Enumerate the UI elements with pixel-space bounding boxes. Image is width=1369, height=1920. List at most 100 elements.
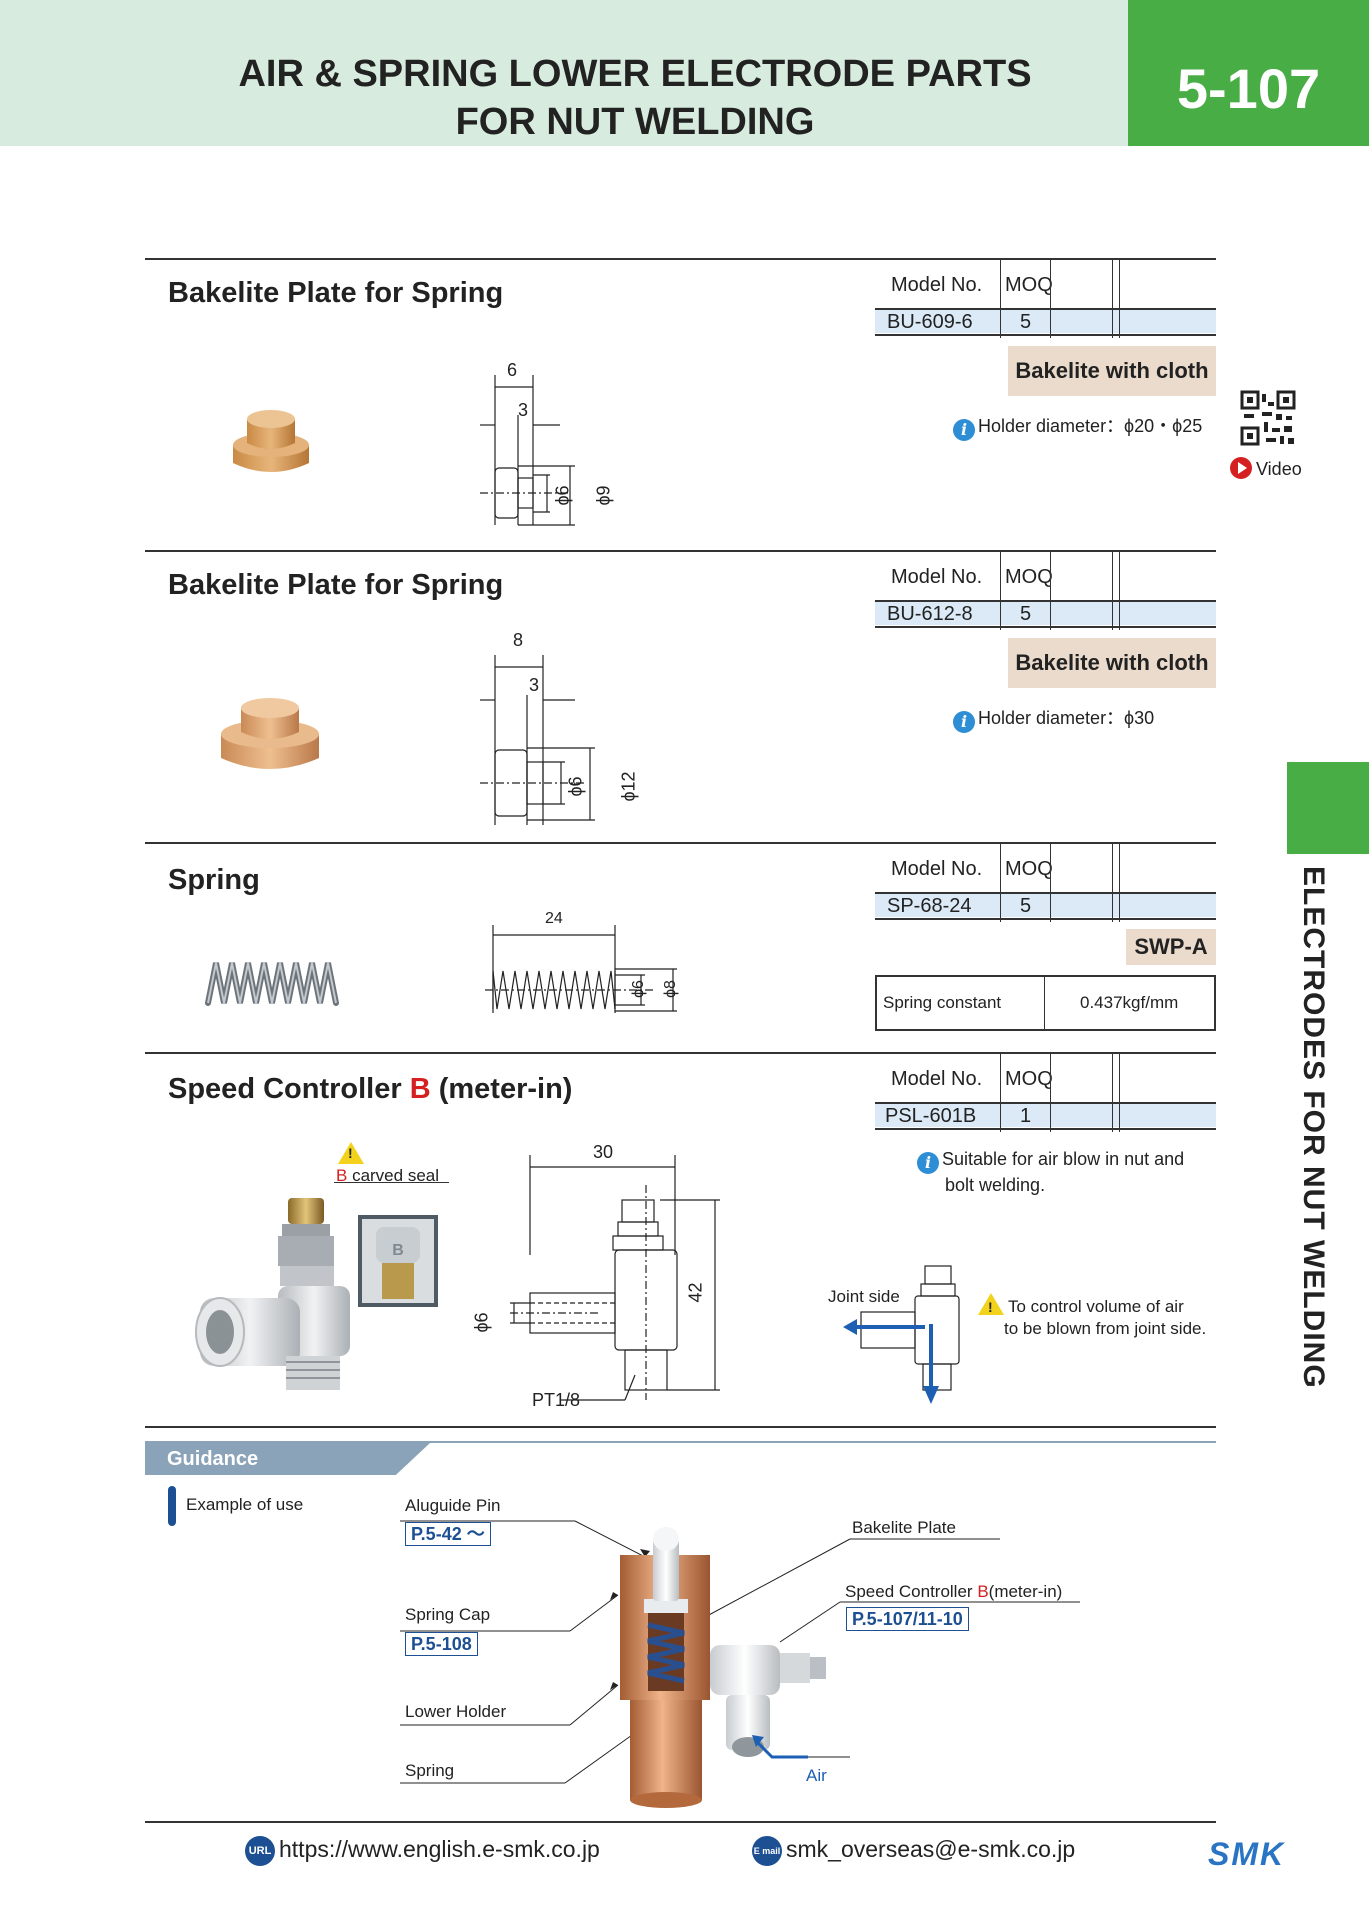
page-number: 5-107 <box>1128 0 1369 146</box>
section-title: Bakelite Plate for Spring <box>168 569 504 601</box>
side-label: ELECTRODES FOR NUT WELDING <box>1297 866 1330 1389</box>
joint-side-label: Joint side <box>828 1287 900 1306</box>
carved-seal-closeup: B <box>358 1215 438 1307</box>
warning-icon <box>978 1293 1004 1318</box>
info-icon: i <box>917 1152 939 1174</box>
dim-width: 30 <box>593 1142 614 1162</box>
dim-step: 3 <box>518 400 529 420</box>
material-badge: Bakelite with cloth <box>1008 638 1216 688</box>
section-rule <box>145 550 1216 552</box>
lower-holder-label: Lower Holder <box>405 1702 507 1721</box>
model-number: BU-609-6 <box>887 311 973 333</box>
air-label: Air <box>806 1766 827 1785</box>
moq-value: 5 <box>1020 603 1032 625</box>
spring-label: Spring <box>405 1761 455 1780</box>
spec-table-3: Model No. MOQ SP-68-24 5 <box>875 842 1216 922</box>
model-header: Model No. <box>891 566 983 588</box>
dim-diameter-large: ϕ12 <box>618 771 639 802</box>
bakelite-plate-photo <box>233 410 309 472</box>
spec-table-2: Model No. MOQ BU-612-8 5 <box>875 550 1216 630</box>
spring-cap-label: Spring Cap <box>405 1605 491 1624</box>
dim-diameter-small: ϕ6 <box>552 485 573 506</box>
air-control-warning: To control volume of air to be blown fro… <box>978 1293 1206 1340</box>
bakelite-plate-label: Bakelite Plate <box>852 1518 956 1537</box>
dim-width: 8 <box>513 630 524 650</box>
title-line-1: AIR & SPRING LOWER ELECTRODE PARTS <box>238 53 1032 95</box>
dimension-drawing-1 <box>480 375 575 526</box>
dimension-drawing-2 <box>480 655 595 825</box>
info-icon: i <box>953 711 975 733</box>
page-title: AIR & SPRING LOWER ELECTRODE PARTS FOR N… <box>0 50 1270 146</box>
spring-spec-box: Spring constant 0.437kgf/mm <box>875 975 1216 1031</box>
assembly-illustration <box>400 1520 1080 1808</box>
spec-value: 0.437kgf/mm <box>1080 993 1179 1012</box>
section-title: Speed Controller B (meter-in) <box>168 1073 573 1105</box>
example-marker <box>168 1486 176 1526</box>
model-header: Model No. <box>891 858 983 880</box>
section-rule <box>145 842 1216 844</box>
section-rule <box>145 1052 1216 1054</box>
moq-header: MOQ <box>1005 1068 1053 1090</box>
air-flow-diagram <box>843 1265 960 1404</box>
moq-header: MOQ <box>1005 274 1053 296</box>
example-label: Example of use <box>186 1495 304 1514</box>
aluguide-pin-label: Aluguide Pin <box>405 1496 501 1515</box>
spring-photo <box>205 962 339 1006</box>
moq-value: 5 <box>1020 311 1032 333</box>
dim-height: 42 <box>685 1282 706 1303</box>
moq-value: 1 <box>1020 1105 1032 1127</box>
title-line-2: FOR NUT WELDING <box>455 101 815 143</box>
dim-diameter-inner: ϕ6 <box>629 980 647 998</box>
dimension-drawing-4 <box>510 1155 720 1401</box>
play-icon <box>1230 457 1252 479</box>
model-header: Model No. <box>891 274 983 296</box>
section-rule <box>145 258 1216 260</box>
guidance-tab: Guidance <box>145 1443 430 1475</box>
section-rule <box>145 1426 1216 1428</box>
mail-icon: E mail <box>752 1836 782 1866</box>
model-number: PSL-601B <box>885 1105 977 1127</box>
moq-header: MOQ <box>1005 858 1053 880</box>
dim-width: 6 <box>507 360 518 380</box>
speed-controller-ref[interactable]: P.5-107/11-10 <box>846 1607 969 1631</box>
spec-label: Spring constant <box>883 993 1002 1012</box>
dim-step: 3 <box>529 675 540 695</box>
dim-thread: PT1/8 <box>532 1390 581 1410</box>
moq-header: MOQ <box>1005 566 1053 588</box>
url-icon: URL <box>245 1836 275 1866</box>
spec-table-1: Model No. MOQ BU-609-6 5 <box>875 258 1216 338</box>
video-link[interactable]: Video <box>1230 457 1302 480</box>
info-icon: i <box>953 419 975 441</box>
model-number: BU-612-8 <box>887 603 973 625</box>
moq-value: 5 <box>1020 895 1032 917</box>
section-title: Bakelite Plate for Spring <box>168 277 504 309</box>
spec-table-4: Model No. MOQ PSL-601B 1 <box>875 1052 1216 1132</box>
material-badge: SWP-A <box>1126 929 1216 965</box>
bakelite-plate-photo <box>221 698 319 769</box>
svg-text:B: B <box>392 1242 404 1259</box>
aluguide-pin-ref[interactable]: P.5-42 ～ <box>405 1522 491 1546</box>
side-tab <box>1287 762 1369 854</box>
dimension-drawing-3 <box>485 925 677 1013</box>
warning-icon <box>338 1142 364 1164</box>
section-title: Spring <box>168 864 260 896</box>
dim-diameter-outer: ϕ8 <box>661 980 679 998</box>
dim-tube-diameter: ϕ6 <box>471 1312 492 1333</box>
model-header: Model No. <box>891 1068 983 1090</box>
speed-controller-photo <box>195 1198 350 1390</box>
model-number: SP-68-24 <box>887 895 972 917</box>
dim-length: 24 <box>545 910 563 927</box>
smk-logo: SMK <box>1208 1836 1286 1872</box>
spring-cap-ref[interactable]: P.5-108 <box>405 1632 478 1656</box>
dim-diameter-small: ϕ6 <box>565 776 586 797</box>
footer-rule <box>145 1821 1216 1823</box>
material-badge: Bakelite with cloth <box>1008 346 1216 396</box>
qr-code-icon[interactable] <box>1240 390 1296 446</box>
speed-controller-label: Speed Controller B(meter-in) <box>845 1582 1063 1601</box>
carved-seal-label: B carved seal <box>336 1142 439 1186</box>
